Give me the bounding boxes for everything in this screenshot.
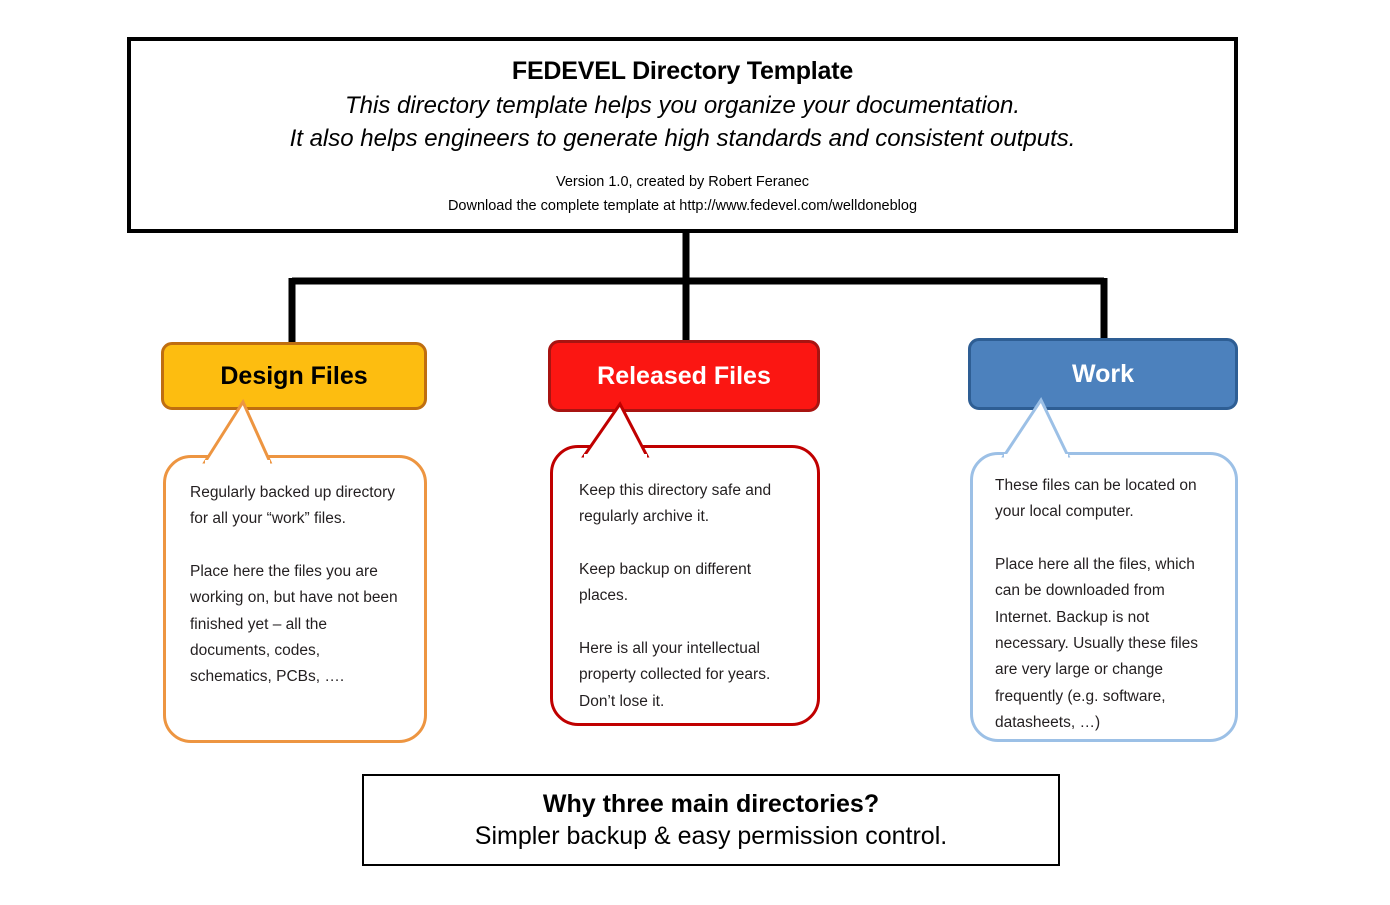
callout-tail-design-files	[202, 398, 273, 464]
header-download-link: Download the complete template at http:/…	[447, 198, 918, 215]
footer-box: Why three main directories? Simpler back…	[362, 774, 1060, 866]
callout-tail-work	[1001, 396, 1071, 458]
callout-bubble-released-files: Keep this directory safe and regularly a…	[550, 445, 820, 726]
page-title: FEDEVEL Directory Template	[511, 57, 854, 85]
callout-text-work: These files can be located on your local…	[995, 477, 1199, 732]
category-label-design-files: Design Files	[220, 361, 368, 390]
header-version: Version 1.0, created by Robert Feranec	[555, 173, 810, 190]
header-box: FEDEVEL Directory Template This director…	[127, 37, 1238, 233]
callout-bubble-work: These files can be located on your local…	[970, 452, 1238, 742]
category-label-released-files: Released Files	[597, 361, 771, 390]
category-label-work: Work	[1071, 359, 1135, 388]
category-box-design-files[interactable]: Design Files	[161, 342, 427, 410]
header-subtitle-line-2: It also helps engineers to generate high…	[289, 124, 1076, 152]
callout-text-released-files: Keep this directory safe and regularly a…	[579, 482, 772, 710]
footer-answer: Simpler backup & easy permission control…	[474, 822, 948, 850]
footer-question: Why three main directories?	[542, 789, 880, 818]
callout-bubble-design-files: Regularly backed up directory for all yo…	[163, 455, 427, 743]
header-subtitle-line-1: This directory template helps you organi…	[344, 91, 1021, 119]
callout-tail-released-files	[581, 401, 650, 458]
callout-text-design-files: Regularly backed up directory for all yo…	[190, 484, 398, 686]
